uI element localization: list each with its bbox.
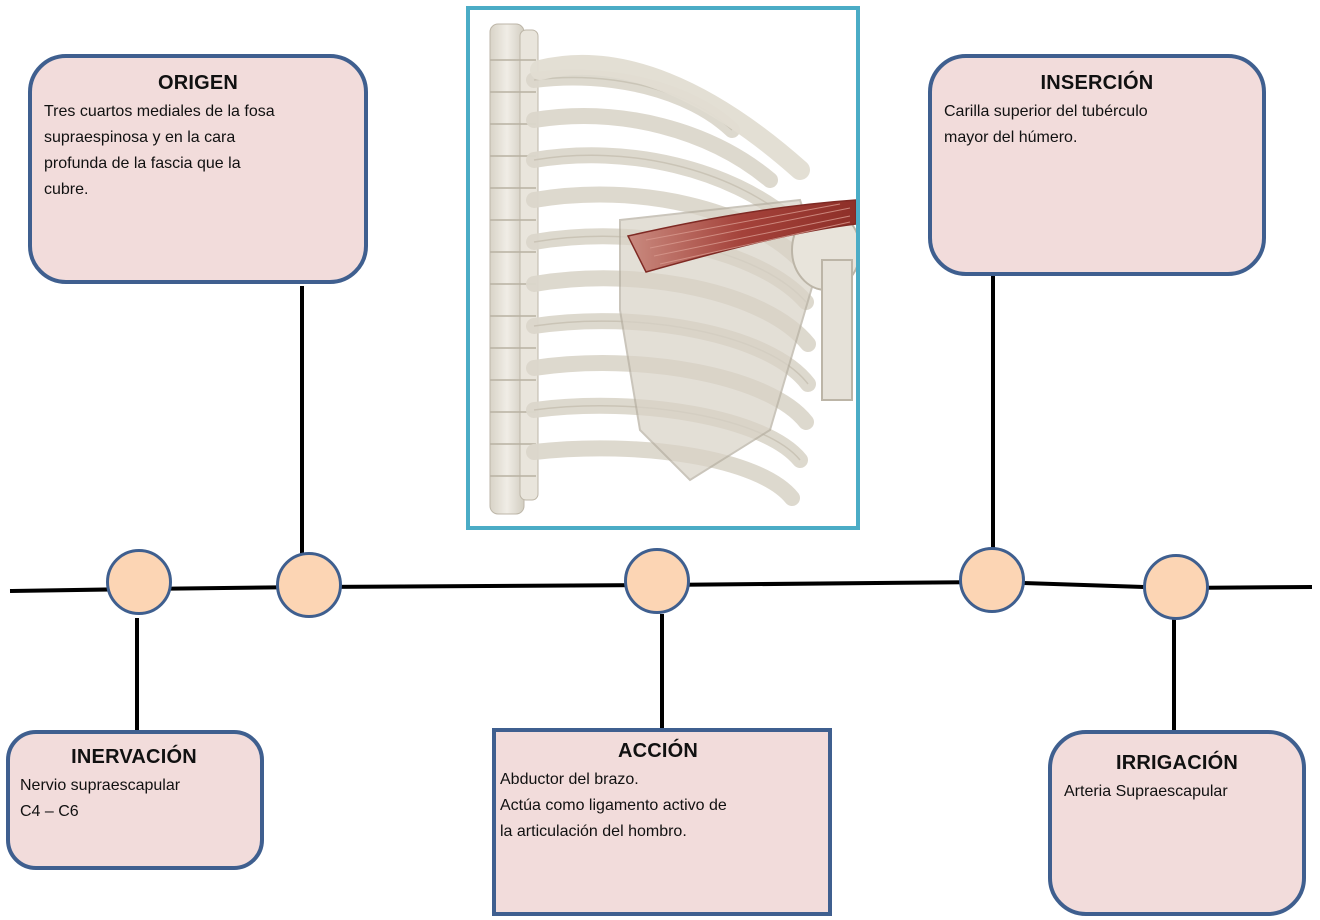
insercion-text-line: mayor del húmero.	[944, 125, 1250, 151]
origen-text-line: Tres cuartos mediales de la fosa	[44, 99, 352, 125]
accion-title: ACCIÓN	[500, 740, 816, 763]
timeline-node	[959, 547, 1025, 613]
timeline-node	[276, 552, 342, 618]
irrigacion-text-line: Arteria Supraescapular	[1064, 779, 1290, 805]
accion-text-line: Actúa como ligamento activo de	[500, 793, 816, 819]
accion-text-line: Abductor del brazo.	[500, 767, 816, 793]
origen-title: ORIGEN	[44, 72, 352, 95]
insercion-title: INSERCIÓN	[944, 72, 1250, 95]
insercion-text-line: Carilla superior del tubérculo	[944, 99, 1250, 125]
timeline-node	[1143, 554, 1209, 620]
supraspinatus-anatomy-illustration	[470, 10, 856, 526]
inervacion-text-line: C4 – C6	[20, 799, 248, 825]
origen-text-line: supraespinosa y en la cara	[44, 125, 352, 151]
origen-card: ORIGEN Tres cuartos mediales de la fosa …	[28, 54, 368, 284]
anatomy-illustration-frame	[466, 6, 860, 530]
irrigacion-title: IRRIGACIÓN	[1064, 752, 1290, 775]
timeline-node	[624, 548, 690, 614]
origen-text-line: profunda de la fascia que la	[44, 151, 352, 177]
inervacion-card: INERVACIÓN Nervio supraescapular C4 – C6	[6, 730, 264, 870]
origen-text-line: cubre.	[44, 177, 352, 203]
inervacion-text-line: Nervio supraescapular	[20, 773, 248, 799]
insercion-card: INSERCIÓN Carilla superior del tubérculo…	[928, 54, 1266, 276]
vertebral-column	[490, 24, 538, 514]
accion-card: ACCIÓN Abductor del brazo. Actúa como li…	[492, 728, 832, 916]
irrigacion-card: IRRIGACIÓN Arteria Supraescapular	[1048, 730, 1306, 916]
inervacion-title: INERVACIÓN	[20, 746, 248, 769]
accion-text-line: la articulación del hombro.	[500, 819, 816, 845]
timeline-node	[106, 549, 172, 615]
